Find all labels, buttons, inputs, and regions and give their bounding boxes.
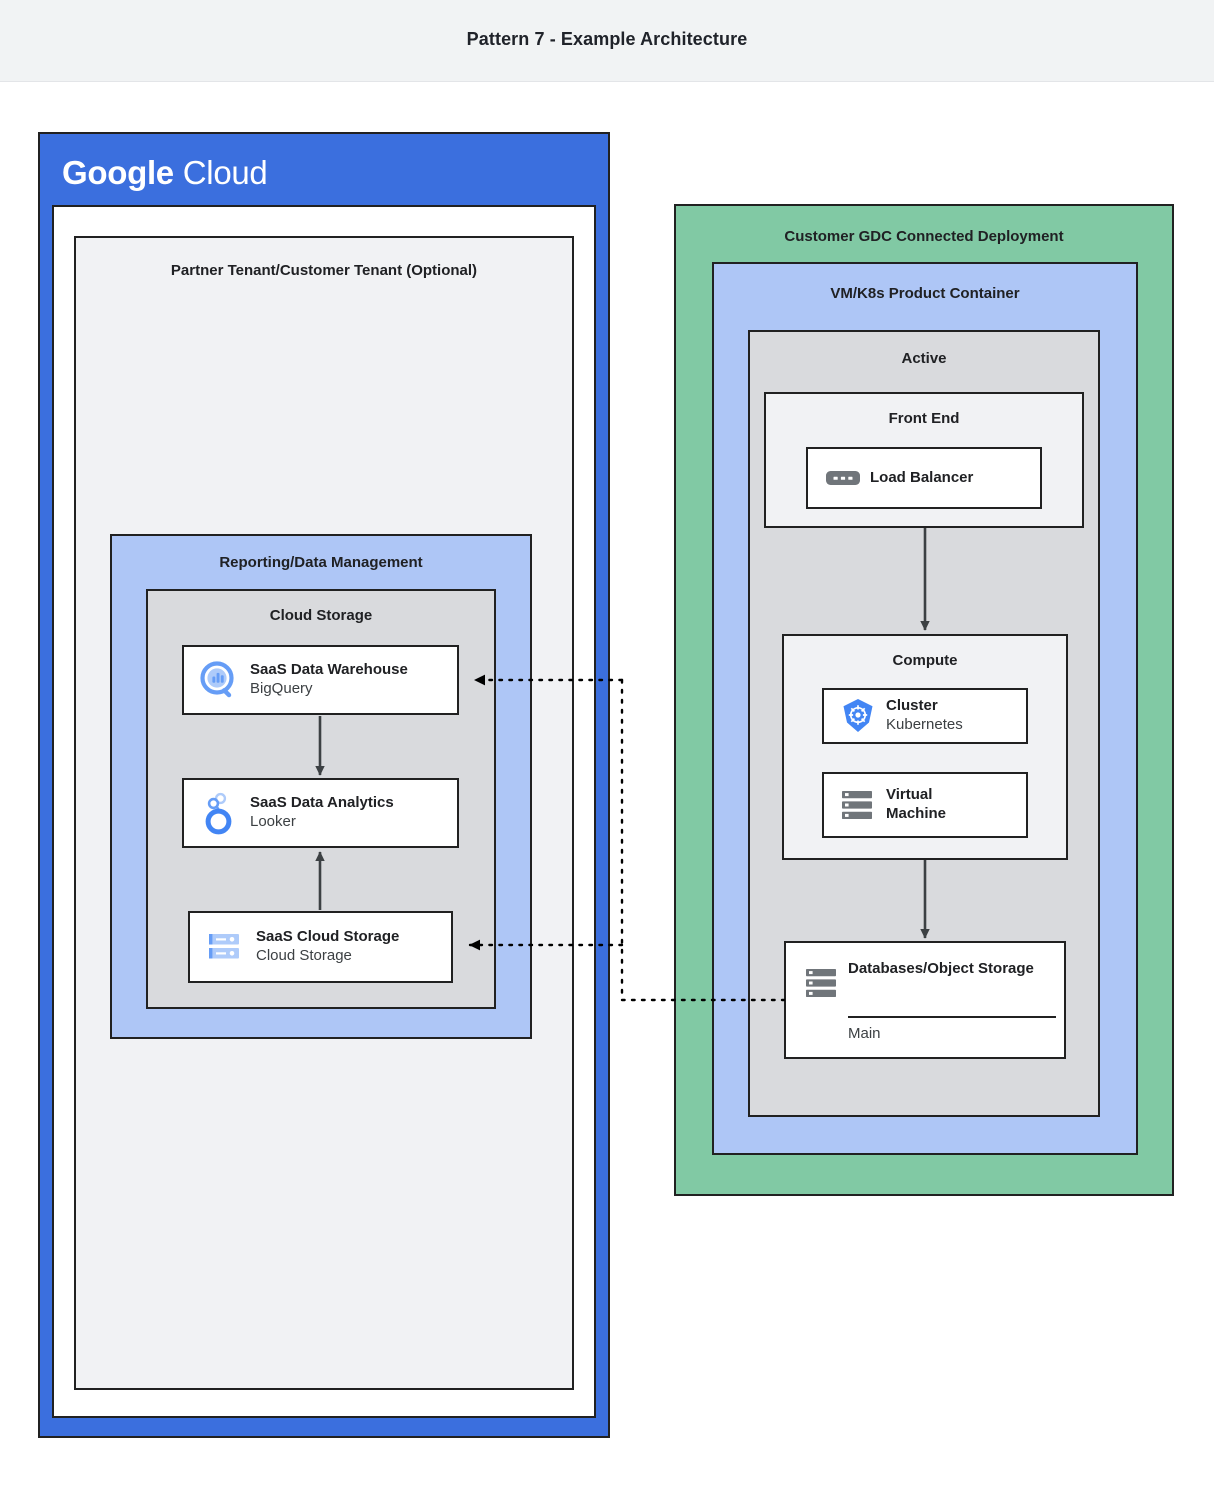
saas-data-analytics-product: Looker — [250, 813, 296, 830]
cluster-name: Cluster — [886, 697, 938, 715]
saas-data-warehouse-name: SaaS Data Warehouse — [250, 661, 408, 679]
logo-google-word: Google — [62, 154, 174, 191]
virtual-machine-name: Virtual — [886, 786, 933, 804]
page-title: Pattern 7 - Example Architecture — [466, 29, 748, 49]
saas-cloud-storage-name: SaaS Cloud Storage — [256, 928, 400, 946]
saas-data-warehouse-card[interactable]: SaaS Data Warehouse BigQuery — [182, 645, 459, 715]
partner-tenant-title: Partner Tenant/Customer Tenant (Optional… — [170, 262, 478, 279]
database-icon — [800, 961, 844, 1005]
databases-divider — [848, 1016, 1056, 1018]
cluster-product: Kubernetes — [886, 716, 963, 733]
load-balancer-icon — [822, 468, 864, 488]
saas-cloud-storage-product: Cloud Storage — [256, 947, 352, 964]
title-bar: Pattern 7 - Example Architecture — [0, 0, 1214, 82]
customer-gdc-deployment-title: Customer GDC Connected Deployment — [784, 228, 1064, 245]
virtual-machine-card[interactable]: Virtual Machine — [822, 772, 1028, 838]
saas-data-analytics-name: SaaS Data Analytics — [250, 794, 394, 812]
saas-data-analytics-text: SaaS Data Analytics Looker — [250, 794, 394, 832]
databases-object-storage-name: Databases/Object Storage — [848, 960, 1034, 977]
load-balancer-text: Load Balancer — [870, 469, 973, 488]
looker-icon — [196, 791, 242, 835]
virtual-machine-name-2: Machine — [886, 805, 947, 822]
kubernetes-icon — [836, 697, 880, 735]
saas-data-warehouse-text: SaaS Data Warehouse BigQuery — [250, 661, 408, 699]
load-balancer-label: Load Balancer — [870, 468, 974, 486]
active-region-title: Active — [901, 350, 947, 367]
databases-instance-label: Main — [848, 1025, 881, 1042]
vm-k8s-product-container-title: VM/K8s Product Container — [830, 285, 1020, 302]
virtual-machine-icon — [836, 788, 880, 822]
cluster-text: Cluster Kubernetes — [886, 697, 963, 735]
saas-data-warehouse-product: BigQuery — [250, 680, 313, 697]
cloud-storage-icon — [202, 930, 248, 964]
compute-region-title: Compute — [892, 652, 958, 669]
cloud-storage-region-title: Cloud Storage — [269, 607, 373, 624]
saas-cloud-storage-text: SaaS Cloud Storage Cloud Storage — [256, 928, 399, 966]
saas-cloud-storage-card[interactable]: SaaS Cloud Storage Cloud Storage — [188, 911, 453, 983]
load-balancer-card[interactable]: Load Balancer — [806, 447, 1042, 509]
logo-cloud-word: Cloud — [182, 154, 268, 191]
bigquery-icon — [196, 660, 242, 700]
google-cloud-logo: Google Cloud — [62, 154, 268, 192]
virtual-machine-text: Virtual Machine — [886, 786, 946, 824]
front-end-title: Front End — [888, 410, 960, 427]
cluster-card[interactable]: Cluster Kubernetes — [822, 688, 1028, 744]
reporting-data-management-title: Reporting/Data Management — [219, 554, 423, 571]
databases-object-storage-card[interactable]: Databases/Object Storage Main — [784, 941, 1066, 1059]
saas-data-analytics-card[interactable]: SaaS Data Analytics Looker — [182, 778, 459, 848]
